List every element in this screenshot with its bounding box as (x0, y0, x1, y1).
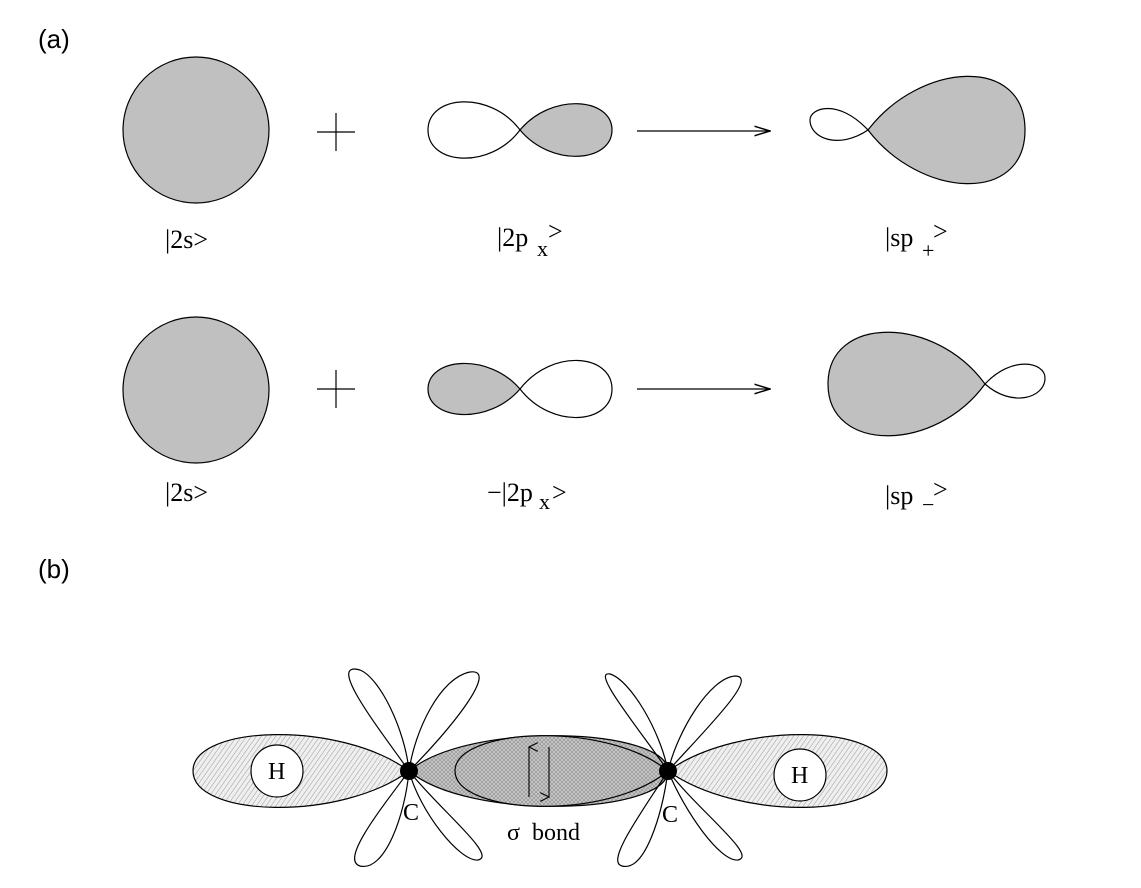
row1-s-ket: |2s> (165, 225, 208, 254)
left-carbon-p-lobes (348, 668, 483, 867)
row2-p-ket-sub: x (539, 489, 550, 514)
row2-sp-minus-prefix: |sp (885, 481, 913, 510)
row1-p-ket-prefix: |2p (497, 223, 528, 252)
panel-b-label: (b) (38, 554, 70, 584)
row1-plus-sign (317, 113, 355, 151)
row2-plus-sign (317, 370, 355, 408)
row1: |2s> |2p x > |sp + > (122, 56, 1026, 263)
row2: |2s> −|2p x > |sp − > (122, 316, 1046, 517)
row1-sp-plus-sub: + (922, 238, 934, 263)
left-hydrogen-atom (250, 744, 304, 798)
row1-s-orbital (122, 56, 270, 204)
row2-sp-minus-suffix: > (933, 475, 948, 504)
panel-a-label: (a) (38, 24, 70, 54)
row2-sp-minus-orbital (827, 331, 1046, 437)
row2-sp-minus-sub: − (922, 492, 934, 517)
row2-p-ket-suffix: > (552, 478, 567, 507)
left-carbon-label: C (403, 800, 419, 826)
row1-p-orbital (427, 101, 613, 159)
row2-sp-minus-ket: |sp − > (885, 475, 948, 517)
row2-p-orbital (427, 359, 613, 419)
row2-p-ket: −|2p x > (487, 478, 567, 514)
left-carbon-nucleus (400, 762, 418, 780)
acetylene-like-molecule: H H C C σ bond (192, 668, 888, 867)
row1-p-ket-suffix: > (548, 217, 563, 246)
row1-sp-plus-prefix: |sp (885, 223, 913, 252)
right-hydrogen-atom (773, 748, 827, 802)
right-carbon-label: C (662, 802, 678, 828)
row2-s-ket: |2s> (165, 478, 208, 507)
right-hydrogen-label: H (791, 763, 808, 789)
sigma-bond-lobe-right (454, 735, 669, 807)
row1-p-ket-sub: x (537, 236, 548, 261)
row1-p-ket: |2p x > (497, 217, 563, 261)
row1-sp-plus-suffix: > (933, 217, 948, 246)
sigma-bond-label: σ bond (507, 820, 580, 846)
row2-p-ket-prefix: −|2p (487, 478, 533, 507)
row1-sp-plus-ket: |sp + > (885, 217, 948, 263)
right-carbon-p-lobes (604, 673, 743, 867)
left-hydrogen-label: H (268, 759, 285, 785)
row1-sp-plus-orbital (809, 75, 1026, 185)
row2-s-orbital (122, 316, 270, 464)
right-carbon-nucleus (659, 762, 677, 780)
